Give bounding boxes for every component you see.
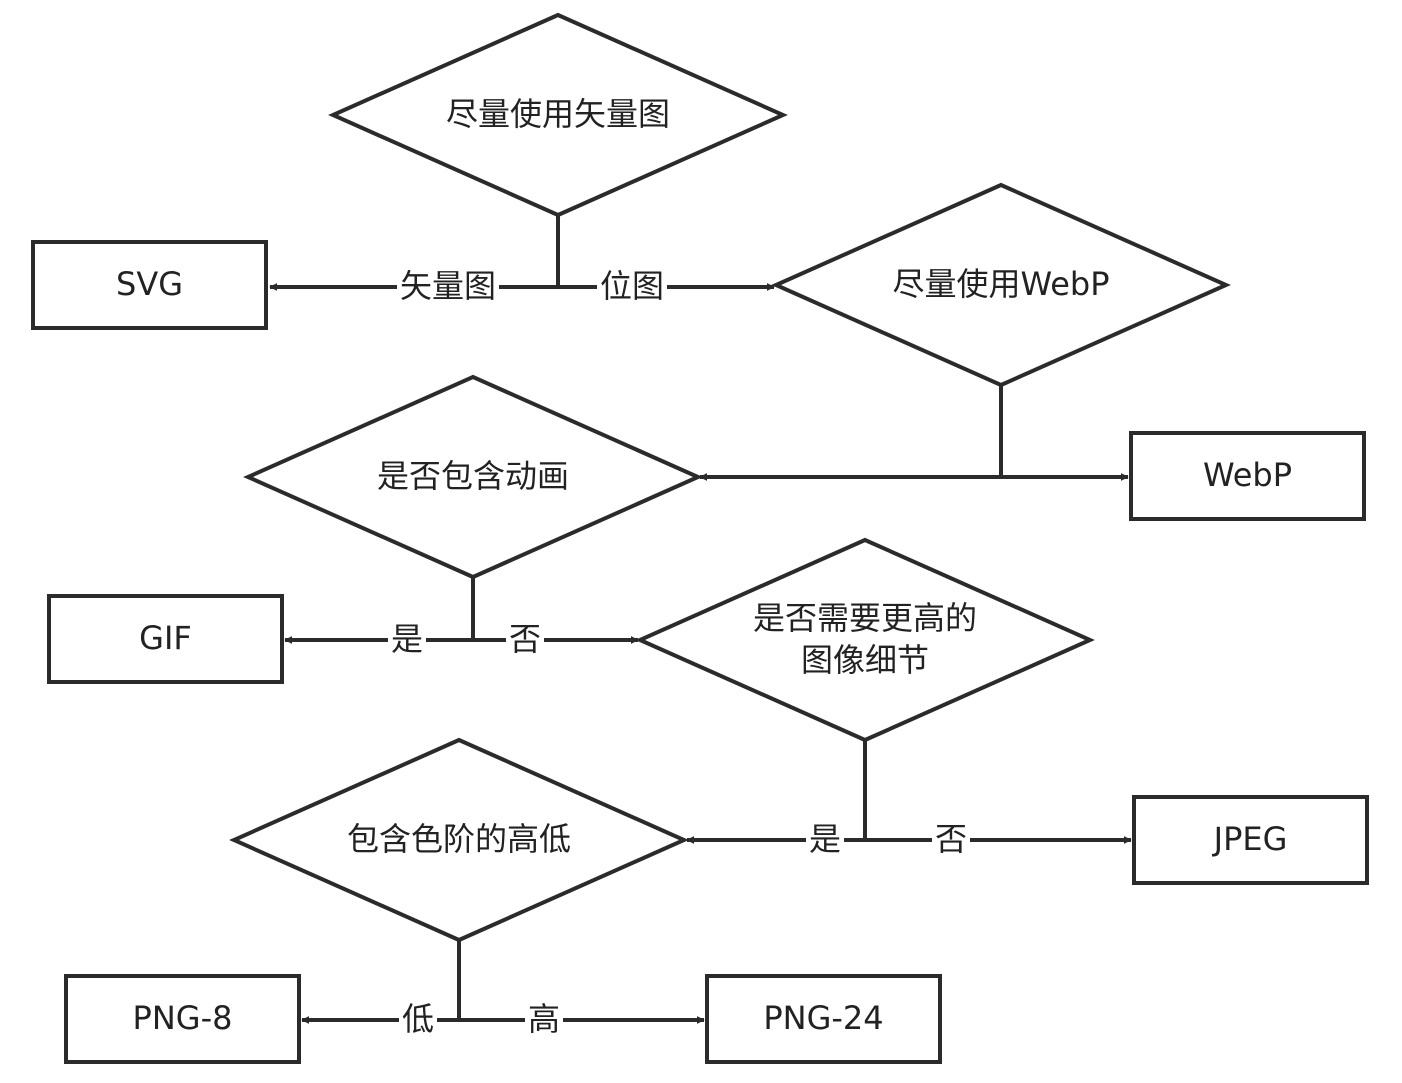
edge-label-bg [525, 1000, 563, 1040]
edge-label-bg [388, 620, 426, 660]
result-node-png24: PNG-24 [705, 974, 942, 1064]
node-label: PNG-8 [133, 999, 233, 1037]
edge-label: 否 [509, 620, 541, 658]
decision-node-d3: 是否包含动画 [243, 374, 703, 580]
decision-diamond [229, 737, 689, 943]
node-label: JPEG [1212, 820, 1288, 858]
node-label: PNG-24 [763, 999, 883, 1037]
nodes: 尽量使用矢量图 SVG 尽量使用WebP WebP 是否包含动画 GIF 是否需要更高的图像… [31, 12, 1369, 1064]
edge-d1-to-d2: 位图 [558, 267, 775, 307]
node-label: 尽量使用WebP [892, 265, 1109, 303]
edge-label-bg [806, 820, 844, 860]
edge-label-bg [399, 1000, 437, 1040]
edges: 矢量图位图是否是否低高 [269, 215, 1132, 1040]
edge-label: 位图 [600, 267, 664, 305]
decision-diamond [635, 537, 1095, 743]
edge-label: 否 [935, 820, 967, 858]
result-node-png8: PNG-8 [64, 974, 301, 1064]
edge-d5-to-png8: 低 [301, 940, 461, 1040]
edge-d3-to-d4: 否 [473, 620, 639, 660]
edge-label: 低 [402, 1000, 434, 1038]
decision-diamond [328, 12, 788, 218]
edge-label: 是 [391, 620, 423, 658]
node-label: 尽量使用矢量图 [446, 95, 670, 133]
result-node-gif: GIF [47, 594, 284, 684]
edge-d3-to-gif: 是 [284, 577, 475, 660]
result-node-webp: WebP [1129, 431, 1366, 521]
result-box [64, 974, 301, 1064]
edge-label-bg [597, 267, 667, 307]
decision-diamond [243, 374, 703, 580]
result-box [47, 594, 284, 684]
result-box [31, 240, 268, 330]
edge-d5-to-png24: 高 [459, 1000, 705, 1040]
edge-label: 高 [528, 1000, 560, 1038]
node-label: 图像细节 [801, 641, 929, 679]
result-node-jpeg: JPEG [1132, 795, 1369, 885]
edge-d2-to-d3 [699, 385, 1003, 481]
node-label: 包含色阶的高低 [347, 820, 571, 858]
edge-label-bg [397, 267, 499, 307]
decision-node-d5: 包含色阶的高低 [229, 737, 689, 943]
node-label: GIF [139, 619, 192, 657]
edge-label-bg [932, 820, 970, 860]
result-box [1129, 431, 1366, 521]
node-label: 是否需要更高的 [753, 599, 977, 637]
decision-node-d2: 尽量使用WebP [771, 182, 1231, 388]
result-box [1132, 795, 1369, 885]
edge-d4-to-d5: 是 [686, 740, 867, 860]
edge-label: 是 [809, 820, 841, 858]
node-label: WebP [1203, 456, 1292, 494]
result-node-svg: SVG [31, 240, 268, 330]
result-box [705, 974, 942, 1064]
node-label: 是否包含动画 [377, 457, 569, 495]
node-label: SVG [116, 265, 183, 303]
decision-node-d1: 尽量使用矢量图 [328, 12, 788, 218]
decision-diamond [771, 182, 1231, 388]
edge-d4-to-jpeg: 否 [865, 820, 1132, 860]
edge-d1-to-svg: 矢量图 [269, 215, 560, 307]
edge-label: 矢量图 [400, 267, 496, 305]
edge-label-bg [506, 620, 544, 660]
